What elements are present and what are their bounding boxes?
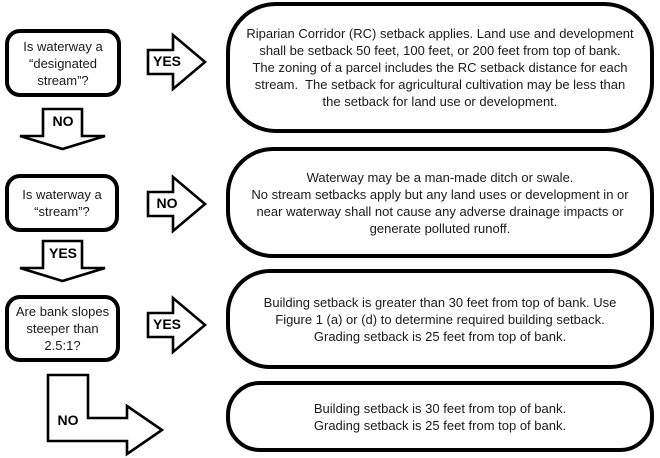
outcome-manmade-ditch-or-swale: Waterway may be a man-made ditch or swal… <box>226 147 654 258</box>
arrow-shape <box>146 174 208 234</box>
arrow-shape <box>146 32 208 92</box>
decision-box-stream: Is waterway a “stream”? <box>5 174 119 232</box>
decision-box-bank-slopes: Are bank slopes steeper than 2.5:1? <box>5 295 120 362</box>
arrow-label-no-q2: NO <box>156 195 178 211</box>
arrow-label-yes-q2: YES <box>48 245 77 261</box>
outcome-building-setback-greater-30ft: Building setback is greater than 30 feet… <box>226 269 654 369</box>
no-arrow-right-q2 <box>146 174 208 234</box>
no-arrow-down-q1 <box>19 107 106 151</box>
no-arrow-bent-q3 <box>46 373 165 457</box>
arrow-shape <box>19 107 106 151</box>
arrow-shape <box>19 239 106 283</box>
arrow-label-no-q3: NO <box>57 412 79 428</box>
outcome-building-setback-30ft: Building setback is 30 feet from top of … <box>226 381 654 452</box>
arrow-label-no-q1: NO <box>52 113 74 129</box>
arrow-shape <box>46 373 165 457</box>
decision-box-designated-stream: Is waterway a “designated stream”? <box>5 29 121 97</box>
outcome-riparian-corridor-setback: Riparian Corridor (RC) setback applies. … <box>226 2 654 133</box>
yes-arrow-right-q1 <box>146 32 208 92</box>
yes-arrow-right-q3 <box>146 295 208 355</box>
arrow-shape <box>146 295 208 355</box>
yes-arrow-down-q2 <box>19 239 106 283</box>
arrow-label-yes-q1: YES <box>152 53 181 69</box>
arrow-label-yes-q3: YES <box>152 316 181 332</box>
